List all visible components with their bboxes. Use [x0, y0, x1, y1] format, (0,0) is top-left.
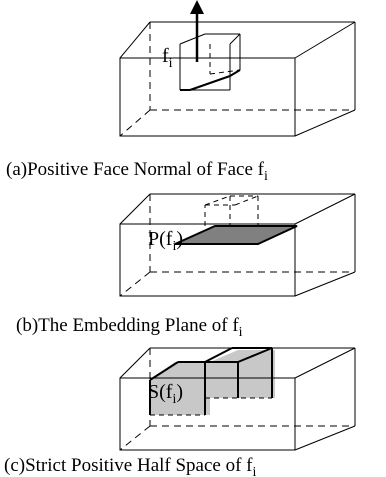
plane-label-b: P(fi) [148, 228, 183, 254]
caption-a: (a)Positive Face Normal of Face fi [6, 159, 268, 184]
halfspace-hidden [150, 397, 272, 416]
caption-b: (b)The Embedding Plane of fi [16, 315, 243, 340]
box-a [119, 21, 356, 137]
halfspace-label-c: S(fi) [148, 381, 183, 407]
face-fi-a [179, 33, 241, 91]
panel-a: fi (a)Positive Face Normal of Face fi [6, 0, 356, 184]
face-label-a: fi [162, 45, 173, 71]
embedding-plane [174, 225, 298, 245]
normal-arrow-icon [190, 0, 204, 62]
box-b [119, 193, 356, 297]
panel-c: S(fi) (c)Strict Positive Half Space of f… [4, 347, 356, 477]
caption-c: (c)Strict Positive Half Space of fi [4, 455, 257, 477]
halfspace-outline [149, 347, 273, 415]
panel-b: P(fi) (b)The Embedding Plane of fi [16, 193, 356, 340]
